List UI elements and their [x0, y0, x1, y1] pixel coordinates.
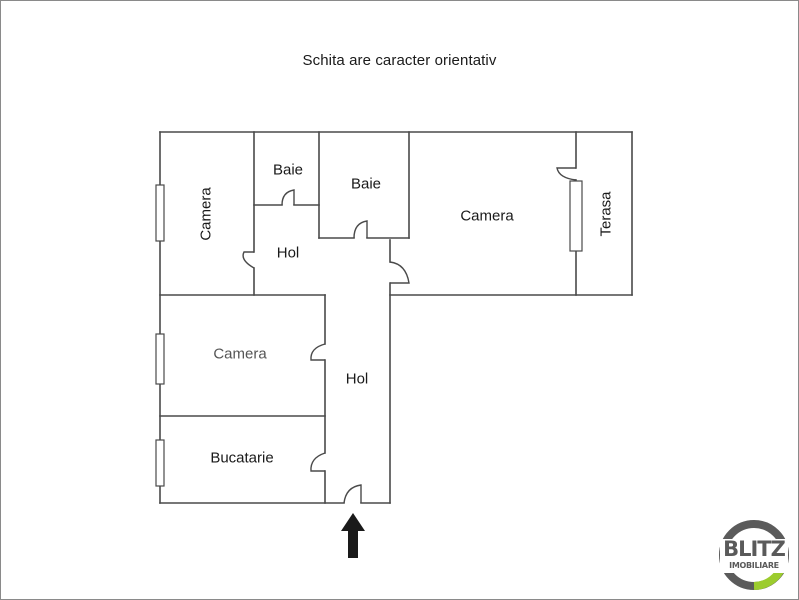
logo-name: BLITZ: [723, 537, 786, 561]
logo-subtitle: IMOBILIARE: [729, 561, 779, 570]
room-label-hol-1: Hol: [276, 244, 300, 262]
door-camera-2: [389, 261, 410, 284]
room-label-baie-2: Baie: [350, 175, 382, 193]
window-camera-2: [569, 180, 583, 252]
door-entrance: [343, 484, 362, 504]
door-bucatarie: [310, 452, 326, 472]
room-label-baie-1: Baie: [272, 161, 304, 179]
room-label-camera-1: Camera: [197, 187, 215, 241]
room-label-bucatarie: Bucatarie: [210, 449, 274, 467]
plan-caption: Schita are caracter orientativ: [302, 52, 497, 69]
door-baie-2: [353, 220, 368, 239]
blitz-imobiliare-logo: BLITZ IMOBILIARE: [718, 519, 790, 591]
logo-ring-icon: [719, 520, 789, 590]
window-camera-1: [155, 184, 165, 242]
door-baie-1: [281, 189, 295, 206]
room-label-camera-3: Camera: [213, 345, 267, 363]
door-terasa: [556, 167, 577, 181]
room-label-terasa: Terasa: [597, 191, 615, 237]
room-label-camera-2: Camera: [460, 207, 514, 225]
door-camera-1: [242, 251, 255, 269]
door-camera-3: [310, 343, 326, 361]
entrance-arrow-icon: [341, 513, 365, 558]
window-bucatarie: [155, 439, 165, 487]
window-camera-3: [155, 333, 165, 385]
room-label-hol-2: Hol: [345, 370, 369, 388]
